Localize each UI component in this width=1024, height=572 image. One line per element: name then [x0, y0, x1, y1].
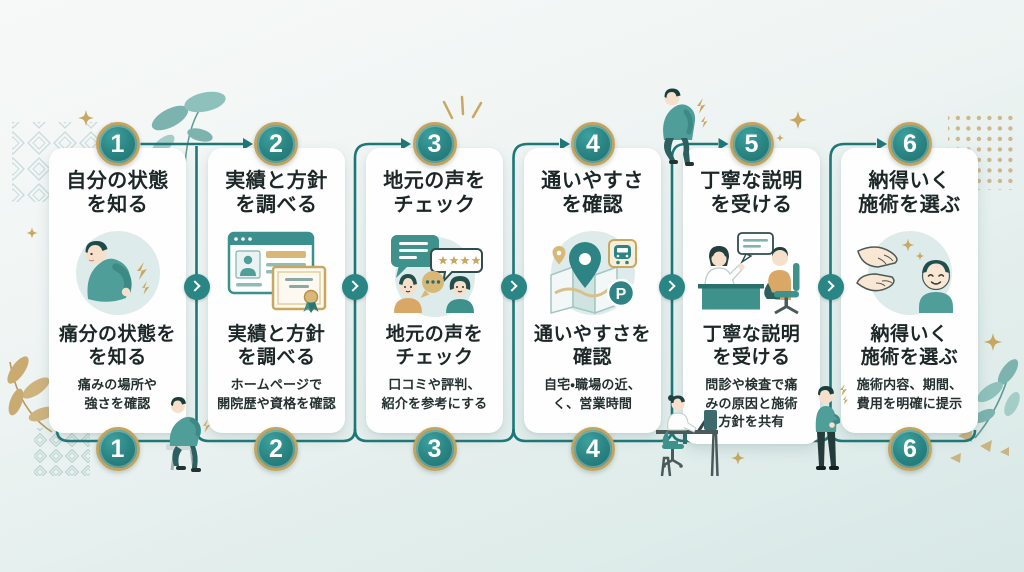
- step-number-badge-5: 5: [729, 122, 774, 166]
- step-title: 納得いく 施術を選ぶ: [858, 170, 961, 217]
- chevron-right-icon: [183, 274, 210, 300]
- step-title: 地元の声を チェック: [383, 170, 486, 217]
- step-description: 口コミや評判、 紹介を参考にする: [381, 377, 488, 411]
- step-number-badge-4: 4: [571, 122, 615, 166]
- gold-triangles-bottom-right: [950, 428, 1009, 463]
- step-number-badge-3: 3: [412, 122, 457, 166]
- leaf-decoration-bottom-right: [972, 359, 1020, 439]
- step-number-badge-bottom-3: 3: [412, 427, 457, 471]
- step-subtitle: 痛分の状態を を知る: [58, 323, 176, 368]
- chevron-right-icon: [342, 274, 368, 300]
- step-title: 自分の状態 を知る: [66, 170, 169, 217]
- step-description: ホームページで 開院歴や資格を確認: [217, 377, 336, 411]
- step-card-6: 納得いく 施術を選ぶ 納得いく 施術を選ぶ 施術内容、期間、 費用を明確に提示: [841, 148, 978, 433]
- step-title: 丁寧な説明 を受ける: [700, 170, 803, 217]
- website-certificate-illustration: [217, 225, 337, 317]
- gentle-hands-illustration: [850, 225, 970, 317]
- back-pain-illustration: [58, 225, 178, 317]
- step-number-badge-bottom-4: 4: [571, 427, 615, 471]
- step-description: 自宅・職場の近、 く、営業時間: [543, 377, 642, 411]
- step-title: 通いやすさ を確認: [541, 170, 644, 217]
- step-card-3: 地元の声を チェック: [366, 148, 503, 433]
- step-number-badge-bottom-1: 1: [95, 427, 140, 471]
- chevron-right-icon: [659, 274, 685, 300]
- reviews-rating-illustration: [375, 225, 495, 317]
- step-card-5: 丁寧な説明 を受ける 丁寧な説明 を受ける 問診や検査で痛 みの原因と施術 方針…: [683, 148, 820, 444]
- step-card-1: 自分の状態 を知る 痛分の状態を を知る 痛みの場所や 強さを確認: [49, 148, 186, 433]
- step-description: 施術内容、期間、 費用を明確に提示: [856, 377, 963, 411]
- step-title: 実績と方針 を調べる: [225, 170, 328, 217]
- gold-leaf-branch-bottom-left: [7, 356, 56, 433]
- step-description: 痛みの場所や 強さを確認: [77, 377, 158, 411]
- step-description: 問診や検査で痛 みの原因と施術 方針を共有: [705, 377, 798, 430]
- step-number-badge-2: 2: [254, 122, 298, 166]
- consultation-illustration: [692, 225, 812, 317]
- step-number-badge-1: 1: [95, 122, 140, 166]
- map-access-illustration: P: [533, 225, 653, 317]
- step-subtitle: 納得いく 施術を選ぶ: [860, 323, 959, 368]
- svg-text:P: P: [615, 286, 626, 303]
- step-subtitle: 実績と方針 を調べる: [227, 323, 326, 368]
- chevron-right-icon: [817, 274, 844, 300]
- emphasis-lines-step3: [442, 95, 483, 120]
- step-number-badge-bottom-6: 6: [888, 427, 932, 471]
- chevron-right-icon: [500, 274, 527, 300]
- step-number-badge-6: 6: [888, 122, 932, 166]
- diamond-pattern-bottom-left: [34, 428, 90, 476]
- step-number-badge-bottom-2: 2: [254, 427, 298, 471]
- step-subtitle: 通いやすさを 確認: [533, 323, 651, 368]
- step-subtitle: 地元の声を チェック: [385, 323, 484, 368]
- step-card-2: 実績と方針 を調べる 実績と方針 を調べる ホームページで 開院歴や資格を確認: [208, 148, 345, 433]
- step-card-4: 通いやすさ を確認 P 通いやすさを 確認 自宅・職場の近、 く、営業時間: [524, 148, 661, 433]
- arrowheads: [243, 138, 887, 150]
- step-subtitle: 丁寧な説明 を受ける: [702, 323, 801, 368]
